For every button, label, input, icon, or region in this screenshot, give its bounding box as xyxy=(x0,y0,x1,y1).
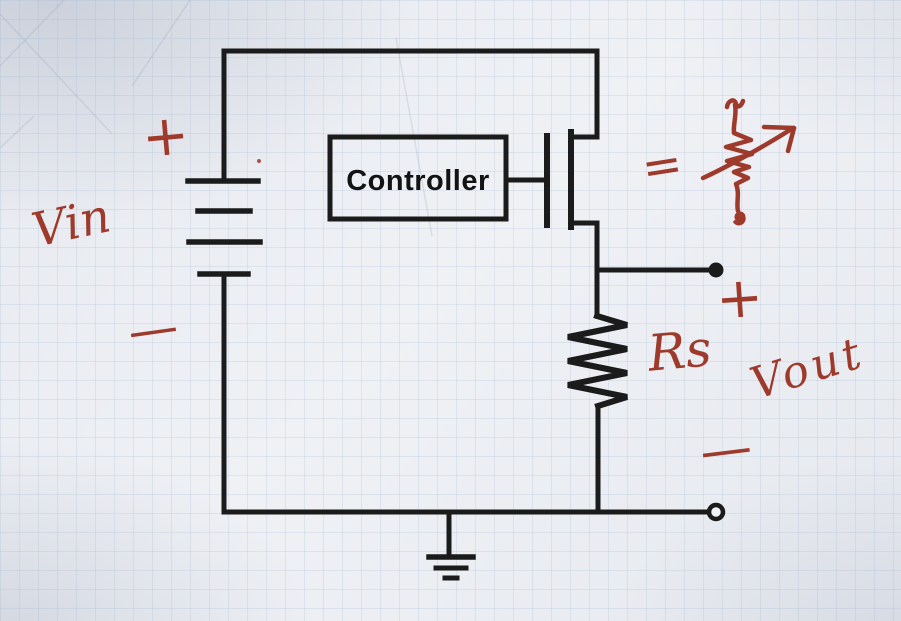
red-dot-speck xyxy=(257,159,261,163)
variable-resistor-sketch xyxy=(723,98,755,226)
vout-plus-sign: + xyxy=(713,264,766,333)
mosfet-pass-transistor-symbol xyxy=(544,129,600,230)
arrow-sketch xyxy=(700,124,797,181)
output-open-terminal xyxy=(706,502,726,522)
resistor-rs-symbol xyxy=(567,312,628,515)
vin-plus-sign: + xyxy=(139,102,192,171)
vout-minus-sign: — xyxy=(696,417,756,483)
equals-sign: = xyxy=(637,135,687,197)
output-node-dot xyxy=(708,262,724,278)
controller-box xyxy=(327,134,548,222)
wire-left-and-bottom xyxy=(221,271,710,515)
ground-symbol xyxy=(426,509,476,581)
controller-label: Controller xyxy=(346,164,490,197)
wire-top-loop xyxy=(221,48,600,184)
vin-minus-sign: — xyxy=(124,296,182,362)
wire-source-branch xyxy=(594,220,713,319)
rs-label: Rs xyxy=(645,319,714,383)
